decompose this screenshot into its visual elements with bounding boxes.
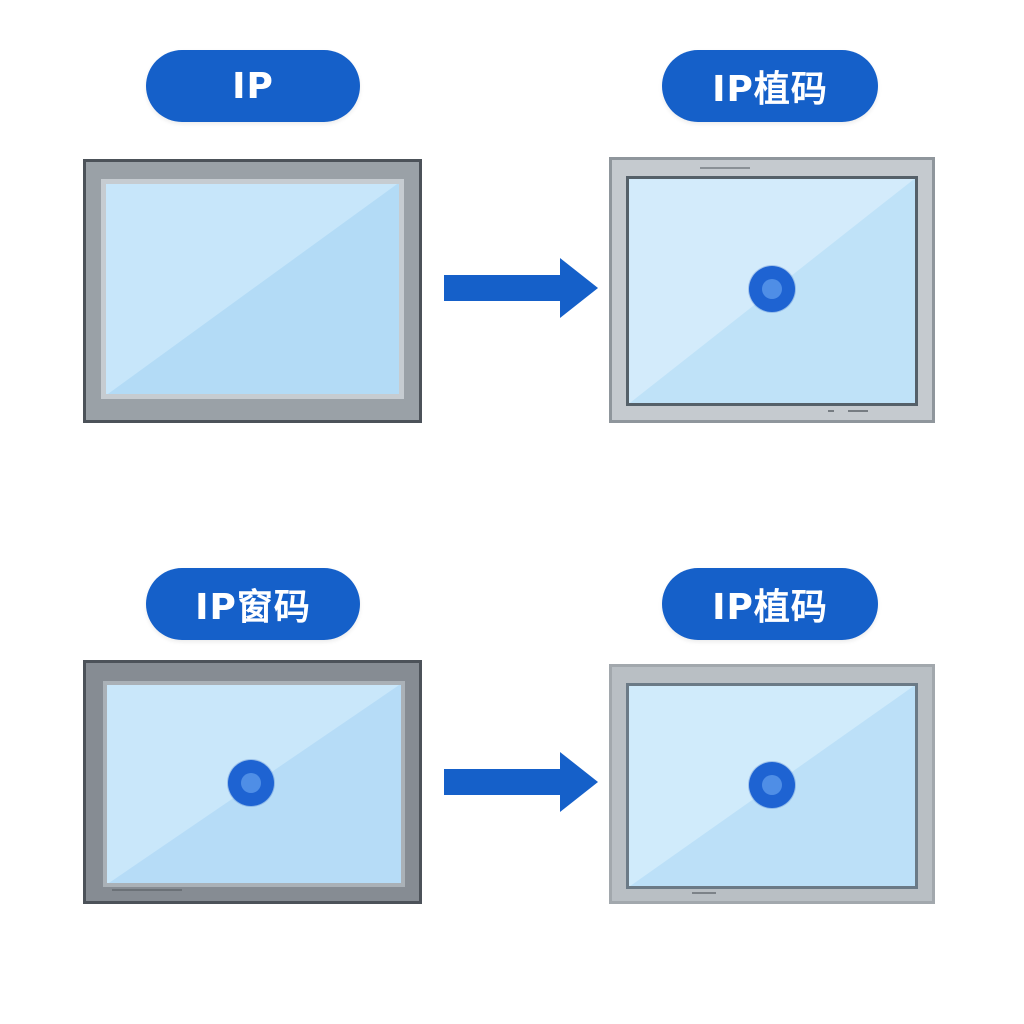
screen-bottom-right [609,664,935,904]
bezel-mark [828,410,834,412]
glass-shine [106,184,399,394]
screen-top-left [83,159,422,423]
screen-bottom-left [83,660,422,904]
label-ip-top-left: IP [146,50,360,122]
target-dot-icon [749,762,795,808]
bezel-mark [700,167,750,169]
target-dot-icon [228,760,274,806]
bezel-mark [112,889,182,891]
label-ip-code-bottom-right: IP植码 [662,568,878,640]
right-arrow-icon [444,258,598,318]
right-arrow-icon [444,752,598,812]
screen-glass [101,179,404,399]
target-dot-icon [749,266,795,312]
bezel-mark [848,410,868,412]
label-ip-code-top-right: IP植码 [662,50,878,122]
bezel-mark [692,892,716,894]
screen-top-right [609,157,935,423]
label-ip-window-code-bottom-left: IP窗码 [146,568,360,640]
